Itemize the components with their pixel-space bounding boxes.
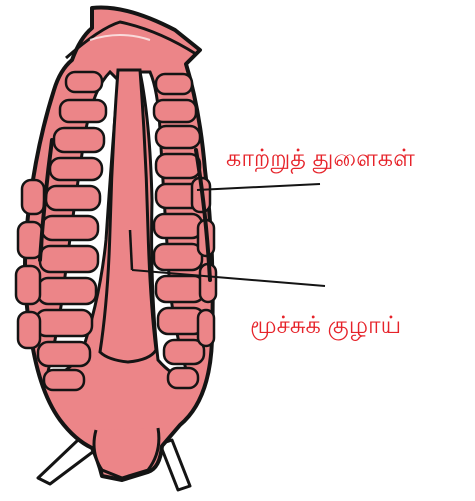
air-sac <box>156 276 204 302</box>
air-sac <box>46 186 100 210</box>
air-sac <box>40 246 98 272</box>
air-sac <box>16 266 40 304</box>
air-sac <box>156 126 200 148</box>
air-sac <box>154 244 202 270</box>
air-sac <box>44 370 84 390</box>
air-sac <box>60 100 106 122</box>
air-sac <box>164 340 204 364</box>
air-sac <box>18 222 42 258</box>
bottom-lobe <box>94 428 159 478</box>
air-sac <box>156 74 192 94</box>
air-sac <box>154 100 196 122</box>
air-sac <box>54 128 104 152</box>
air-sac <box>38 342 90 366</box>
air-sac <box>154 214 202 238</box>
trachea-label: மூச்சுக் குழாய் <box>250 314 401 338</box>
air-sac <box>22 180 44 214</box>
air-sac <box>156 154 200 178</box>
air-holes-pointer-line <box>197 184 320 190</box>
air-sac <box>168 368 198 388</box>
air-sac <box>42 216 98 240</box>
air-sac <box>36 310 92 336</box>
air-sac <box>198 310 214 346</box>
air-sac <box>50 158 102 180</box>
air-sac <box>18 312 40 348</box>
air-sac <box>66 72 102 92</box>
right-leg <box>160 440 190 490</box>
air-holes-label: காற்றுத் துளைகள் <box>226 147 415 171</box>
air-sac <box>38 278 96 304</box>
